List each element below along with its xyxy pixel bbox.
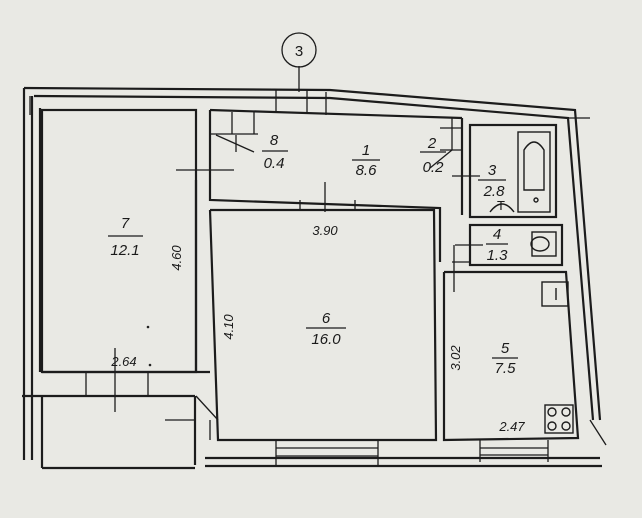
dim-room6-top: 3.90	[312, 223, 338, 238]
dim-room5-bottom: 2.47	[498, 419, 525, 434]
section-marker: 3	[281, 32, 317, 92]
room-area: 7.5	[495, 360, 517, 377]
room-label-3: 3 2.8	[478, 162, 506, 200]
room-number: 7	[121, 215, 130, 232]
room-label-1: 1 8.6	[352, 142, 380, 179]
svg-text:T: T	[497, 198, 505, 213]
room-5	[442, 270, 580, 462]
room-area: 16.0	[311, 331, 341, 348]
room-number: 5	[501, 340, 510, 357]
dim-room7-height: 4.60	[169, 245, 184, 271]
hall-area	[208, 90, 480, 262]
room-area: 0.2	[423, 159, 445, 176]
room-number: 3	[488, 162, 497, 179]
room-area: 2.8	[483, 183, 506, 200]
room-area: 1.3	[487, 247, 509, 264]
room-number: 8	[270, 132, 279, 149]
room-area: 0.4	[264, 155, 285, 172]
room-area: 8.6	[356, 162, 378, 179]
dim-room7-width: 2.64	[110, 354, 136, 369]
bathroom: T	[468, 123, 558, 219]
room-label-6: 6 16.0	[306, 310, 346, 348]
dim-room6-side: 4.10	[221, 314, 236, 340]
room-number: 1	[362, 142, 370, 159]
room-6	[208, 200, 438, 466]
room-area: 12.1	[110, 242, 139, 259]
section-marker-label: 3	[295, 43, 303, 60]
room-number: 4	[493, 226, 501, 243]
room-label-4: 4 1.3	[486, 226, 508, 264]
dimension-labels: 4.60 2.64 3.90 4.10 3.02 2.47	[110, 223, 525, 434]
dim-room5-side: 3.02	[448, 345, 463, 371]
wc	[452, 223, 564, 292]
room-label-7: 7 12.1	[108, 215, 143, 259]
room-label-8: 8 0.4	[262, 132, 288, 172]
room-labels: 7 12.1 8 0.4 1 8.6 2 0.2 3 2.8 4 1.3	[108, 132, 518, 377]
outer-walls	[22, 86, 607, 470]
room-7	[40, 108, 234, 440]
room-number: 2	[427, 135, 437, 152]
room-number: 6	[322, 310, 331, 327]
room-label-5: 5 7.5	[492, 340, 518, 377]
room-label-2: 2 0.2	[420, 135, 446, 176]
